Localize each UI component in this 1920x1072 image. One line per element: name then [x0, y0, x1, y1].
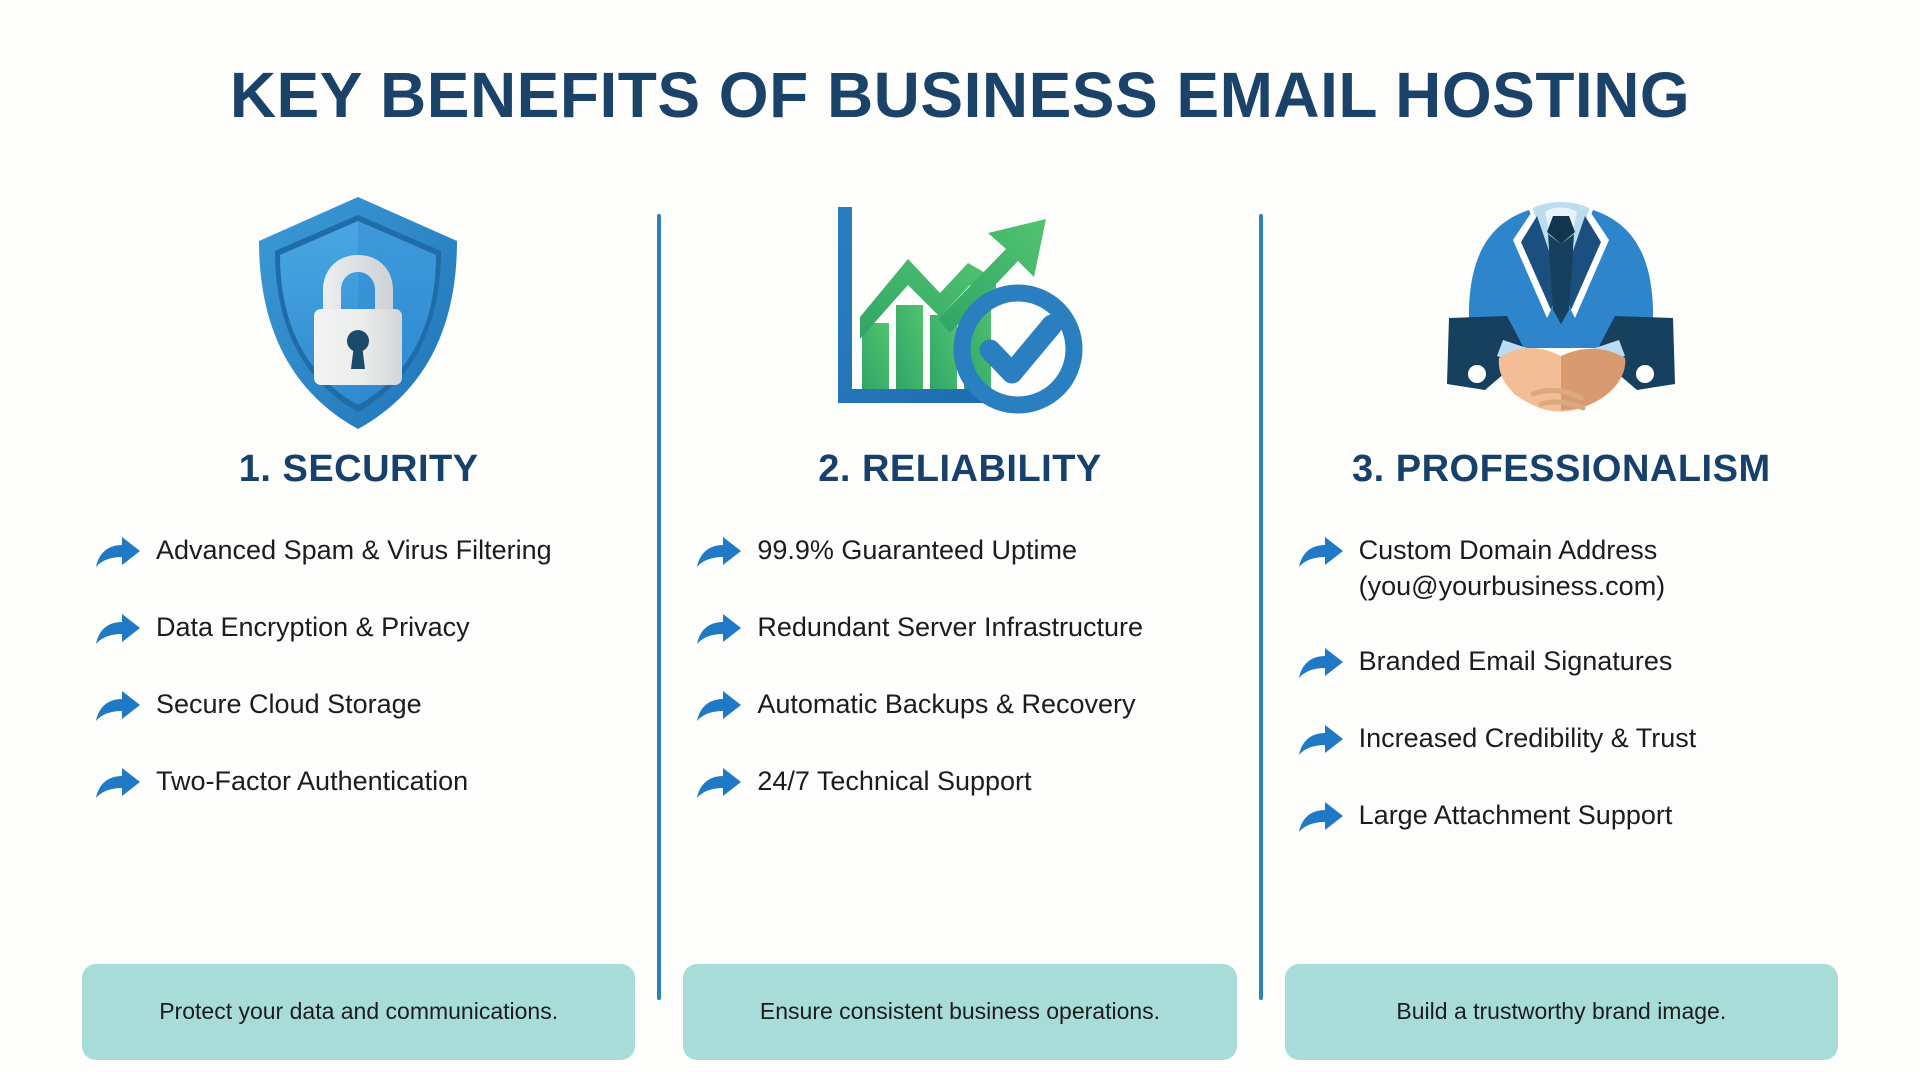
list-item: Data Encryption & Privacy [94, 610, 470, 647]
arrow-bullet-icon [1297, 801, 1345, 835]
list-item: 99.9% Guaranteed Uptime [695, 533, 1077, 570]
arrow-bullet-icon [94, 690, 142, 724]
growth-chart-check-icon [820, 188, 1100, 438]
list-item: Increased Credibility & Trust [1297, 721, 1697, 758]
arrow-bullet-icon [695, 767, 743, 801]
handshake-suit-icon [1441, 188, 1681, 438]
bullet-label: Custom Domain Address (you@yourbusiness.… [1358, 535, 1666, 601]
bullet-label: 24/7 Technical Support [757, 766, 1032, 796]
arrow-bullet-icon [94, 613, 142, 647]
bullet-list-reliability: 99.9% Guaranteed Uptime Redundant Server… [683, 533, 1236, 801]
bullet-label: Two-Factor Authentication [156, 766, 469, 796]
arrow-bullet-icon [695, 536, 743, 570]
bullet-label: Branded Email Signatures [1358, 646, 1673, 677]
list-item: Branded Email Signatures [1297, 644, 1673, 681]
column-divider [657, 214, 662, 1000]
bullet-label: Redundant Server Infrastructure [757, 612, 1144, 642]
bullet-label: Advanced Spam & Virus Filtering [156, 535, 552, 565]
column-heading-security: 1. SECURITY [238, 448, 479, 490]
bullet-list-security: Advanced Spam & Virus Filtering Data Enc… [82, 533, 635, 801]
bullet-label: Increased Credibility & Trust [1358, 723, 1697, 754]
footer-callout-reliability: Ensure consistent business operations. [683, 964, 1237, 1060]
footer-callout-professionalism: Build a trustworthy brand image. [1284, 964, 1838, 1060]
list-item: Custom Domain Address (you@yourbusiness.… [1297, 533, 1838, 604]
arrow-bullet-icon [1297, 647, 1345, 681]
benefit-column-reliability: 2. RELIABILITY 99.9% Guaranteed Uptime R… [661, 180, 1258, 1060]
bullet-label: Data Encryption & Privacy [156, 612, 470, 642]
bullet-label: Large Attachment Support [1358, 800, 1673, 831]
list-item: Secure Cloud Storage [94, 687, 422, 724]
list-item: Automatic Backups & Recovery [695, 687, 1136, 724]
list-item: Two-Factor Authentication [94, 764, 468, 801]
list-item: Advanced Spam & Virus Filtering [94, 533, 552, 570]
footer-callout-security: Protect your data and communications. [82, 964, 636, 1060]
page-title: KEY BENEFITS OF BUSINESS EMAIL HOSTING [229, 59, 1691, 131]
benefit-columns: 1. SECURITY Advanced Spam & Virus Filter… [60, 180, 1860, 1060]
list-item: Large Attachment Support [1297, 798, 1673, 835]
benefit-column-professionalism: 3. PROFESSIONALISM Custom Domain Address… [1263, 180, 1860, 1060]
arrow-bullet-icon [695, 613, 743, 647]
arrow-bullet-icon [695, 690, 743, 724]
arrow-bullet-icon [1297, 536, 1345, 570]
column-heading-professionalism: 3. PROFESSIONALISM [1352, 448, 1771, 490]
bullet-label: Secure Cloud Storage [156, 689, 422, 719]
bullet-label: 99.9% Guaranteed Uptime [757, 535, 1078, 565]
column-divider [1258, 214, 1263, 1000]
list-item: 24/7 Technical Support [695, 764, 1032, 801]
benefit-column-security: 1. SECURITY Advanced Spam & Virus Filter… [60, 180, 657, 1060]
arrow-bullet-icon [1297, 724, 1345, 758]
shield-lock-icon [251, 188, 466, 438]
bullet-label: Automatic Backups & Recovery [757, 689, 1136, 719]
arrow-bullet-icon [94, 536, 142, 570]
list-item: Redundant Server Infrastructure [695, 610, 1143, 647]
column-heading-reliability: 2. RELIABILITY [818, 448, 1102, 490]
bullet-list-professionalism: Custom Domain Address (you@yourbusiness.… [1285, 533, 1838, 835]
arrow-bullet-icon [94, 767, 142, 801]
